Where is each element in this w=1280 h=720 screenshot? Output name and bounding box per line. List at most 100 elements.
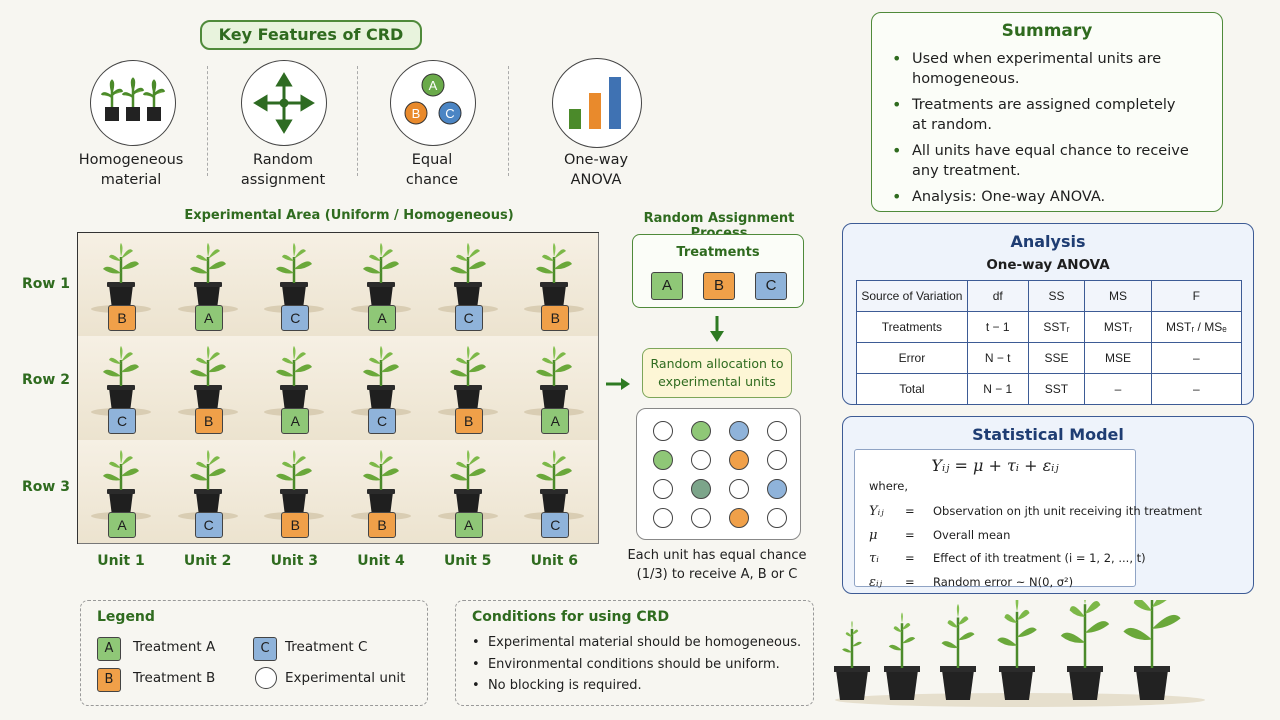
plot-cell: B (424, 336, 513, 441)
potted-plant-icon (437, 346, 498, 417)
potted-plant-icon (524, 346, 585, 417)
allocation-line: experimental units (658, 374, 776, 389)
plot-cell: A (164, 233, 253, 338)
anova-cell: Error (856, 342, 968, 374)
treatment-tag: B (368, 511, 396, 538)
divider (508, 66, 509, 176)
treatment-tag: C (454, 305, 483, 331)
treatment-tag: A (368, 305, 396, 331)
feature-label-equal: Equal chance (367, 150, 497, 190)
feature-label-line: material (100, 172, 162, 188)
divider (207, 66, 208, 176)
bullet-dot-icon: • (472, 656, 488, 672)
potted-plant-icon (437, 243, 498, 313)
unit-label: Unit 3 (270, 553, 319, 569)
summary-bullet-line: Treatments are assigned completely (912, 97, 1176, 113)
feature-label-line: Homogeneous (78, 152, 184, 168)
row-label: Row 1 (22, 276, 70, 292)
plot-cell: C (164, 439, 253, 544)
feature-label-line: ANOVA (570, 172, 622, 188)
anova-cell: SSE (1027, 342, 1086, 374)
treatment-tag: C (194, 511, 223, 538)
anova-cell: – (1084, 373, 1152, 405)
analysis-title: Analysis (1010, 232, 1086, 251)
abc-label: A (429, 78, 438, 93)
homogeneous-material-icon (90, 60, 176, 146)
summary-panel: Summary •Used when experimental units ar… (871, 12, 1223, 212)
term-symbol: Yᵢⱼ (869, 504, 884, 519)
term-description: Observation on jth unit receiving ith tr… (933, 504, 1202, 518)
plot-cell: A (78, 439, 166, 544)
plot-cell: B (78, 233, 166, 338)
analysis-subtitle: One-way ANOVA (986, 257, 1110, 273)
anova-cell: MSTᵣ / MSₑ (1150, 311, 1243, 343)
plot-cell: B (338, 439, 426, 544)
legend-swatch-c: C (253, 637, 277, 661)
legend-label: Experimental unit (285, 670, 406, 686)
treatment-tag: C (108, 408, 136, 435)
anova-cell: t − 1 (966, 311, 1029, 343)
model-term: εᵢⱼ=Random error ~ N(0, σ²) (869, 571, 1259, 595)
plot-cell: A (251, 336, 339, 441)
summary-bullet-line: any treatment. (912, 163, 1021, 179)
analysis-panel: Analysis One-way ANOVA Source of Variati… (842, 223, 1254, 405)
anova-header-cell: Source of Variation (856, 280, 968, 312)
term-description: Effect of ith treatment (i = 1, 2, ..., … (933, 551, 1146, 565)
anova-cell: N − t (966, 342, 1029, 374)
treatment-tag: B (541, 305, 570, 331)
equal-chance-icon: A B C (390, 60, 476, 146)
experimental-unit-dot (729, 450, 749, 470)
legend-label: Treatment B (133, 670, 216, 686)
treatment-tag: B (454, 408, 483, 435)
experimental-unit-dot (767, 479, 787, 499)
abc-label: B (412, 106, 421, 121)
random-assignment-icon (241, 60, 327, 146)
note-line: Each unit has equal chance (627, 548, 807, 563)
growing-plant-icon (997, 600, 1037, 700)
experimental-unit-dot (767, 450, 787, 470)
condition-bullet: • Environmental conditions should be uni… (472, 654, 801, 676)
anova-cell: Treatments (856, 311, 968, 343)
model-term: Yᵢⱼ = Observation on jth unit receiving it… (869, 500, 1259, 524)
anova-header-cell: SS (1027, 280, 1086, 312)
legend-label: Treatment A (133, 639, 216, 655)
plot-cell: C (424, 233, 513, 338)
growing-plant-icon (884, 612, 920, 700)
bullet-dot-icon: • (472, 678, 488, 693)
experimental-unit-dot (653, 508, 673, 528)
summary-bullet-line: Used when experimental units are (912, 51, 1162, 67)
experimental-unit-dot (691, 421, 711, 441)
treatment-tag: B (108, 305, 136, 331)
condition-text: Experimental material should be homogene… (487, 635, 802, 650)
model-box: Yᵢⱼ = μ + τᵢ + εᵢⱼ where, Yᵢⱼ=Observatio… (854, 449, 1202, 590)
growing-plant-icon (940, 604, 976, 700)
plot-cell: A (338, 233, 426, 338)
potted-plant-icon (264, 243, 325, 313)
summary-bullet-line: at random. (912, 117, 993, 133)
bullet-dot-icon: • (892, 141, 902, 160)
experimental-unit-dot (691, 450, 711, 470)
feature-label-line: assignment (240, 172, 326, 188)
legend-swatch-a: A (97, 637, 121, 661)
model-title: Statistical Model (972, 425, 1124, 444)
plot-cell: C (511, 439, 599, 544)
growing-plant-icon (834, 620, 870, 700)
legend-label: Treatment C (285, 639, 368, 655)
plot-cell: B (511, 233, 599, 338)
plot-cell: A (511, 336, 599, 441)
term-description: Overall mean (933, 527, 1011, 542)
feature-label-line: Equal (411, 152, 453, 168)
experimental-unit-dot (729, 479, 749, 499)
experimental-unit-dot (653, 479, 673, 499)
experimental-unit-dot (653, 450, 673, 470)
experimental-unit-dot (691, 508, 711, 528)
equal-chance-note: Each unit has equal chance (1/3) to rece… (622, 546, 812, 584)
arrow-down-icon (710, 316, 724, 342)
anova-cell: – (1150, 342, 1243, 374)
term-equals: = (905, 504, 915, 518)
term-description: Random error ~ N(0, σ²) (933, 574, 1074, 589)
term-equals: = (905, 527, 915, 542)
